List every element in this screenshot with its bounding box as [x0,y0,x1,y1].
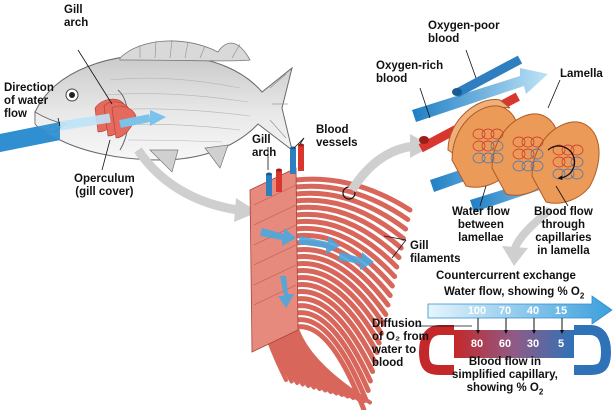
capillary-mesh [481,140,495,152]
gill-filament [293,324,367,410]
leader-lines [57,49,569,259]
gill-filament-detail [249,143,413,410]
gill-filament [293,246,391,308]
capillary-mesh [530,148,544,160]
capillary-mesh [530,160,544,172]
gill-filament [293,211,402,260]
gill-filament [293,303,373,384]
capillary-mesh [472,128,486,140]
gill-filament [293,218,400,270]
gill-filament [293,268,384,336]
fish-illustration [0,39,293,173]
capillary-mesh [490,152,504,164]
label-lamella: Lamella [560,68,603,80]
label-operculum: Operculum(gill cover) [74,173,135,198]
capillary-mesh [512,148,526,160]
capillary-mesh [472,140,486,152]
water-flow-percent-label: Water flow, showing % O2 [444,286,585,301]
water-o2-value: 15 [554,305,568,317]
capillary-mesh [521,136,535,148]
capillary-mesh [570,156,584,168]
capillary-mesh [570,144,584,156]
gill-filament [293,275,382,346]
gill-filament [293,197,406,241]
water-o2-value: 100 [467,305,487,317]
water-o2-value: 40 [526,305,540,317]
blood-o2-value: 5 [557,338,565,350]
gill-filament [293,204,404,251]
capillary-mesh [512,136,526,148]
capillary-mesh [530,136,544,148]
capillary-mesh [561,144,575,156]
capillary-mesh [490,128,504,140]
capillary-mesh [472,152,486,164]
capillary-mesh [561,168,575,180]
grey-arrow-icon [234,198,258,222]
gill-filament [293,310,371,393]
countercurrent-diagram [416,295,613,375]
gill-filament [293,289,378,365]
gill-filament [293,282,380,355]
gill-filament [293,190,409,232]
gill-filament [293,320,372,405]
gill-filament [293,253,389,317]
capillary-mesh [490,140,504,152]
capillary-mesh [570,168,584,180]
capillary-mesh [512,160,526,172]
capillary-mesh [521,148,535,160]
water-o2-value: 70 [498,305,512,317]
blood-o2-value: 80 [470,338,484,350]
countercurrent-title: Countercurrent exchange [436,270,576,282]
gill-filament [293,317,369,403]
capillary-mesh [481,152,495,164]
label-blood-flow-simplified: Blood flow in simplified capillary, show… [452,356,558,397]
gill-filament [293,296,376,374]
blood-o2-value: 60 [498,338,512,350]
gill-filament [293,183,411,222]
gill-filament [293,225,398,279]
blood-o2-value: 30 [526,338,540,350]
lamella-detail [412,55,600,212]
capillary-mesh [552,144,566,156]
gill-filament [293,261,387,327]
gill-filament [293,232,395,289]
capillary-mesh [481,128,495,140]
capillary-mesh [552,156,566,168]
capillary-mesh [521,160,535,172]
